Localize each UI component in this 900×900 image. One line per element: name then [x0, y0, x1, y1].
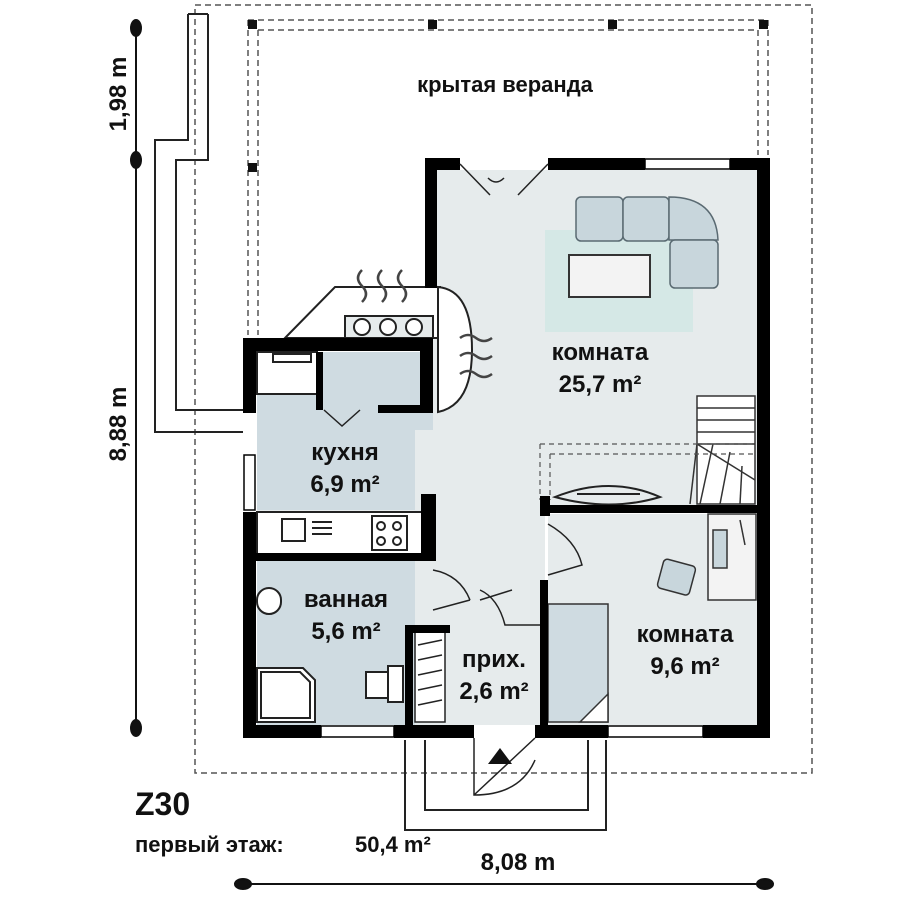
floor-area: 50,4 m²: [355, 832, 431, 857]
hall-area: 2,6 m²: [459, 678, 528, 705]
veranda-posts: [248, 20, 768, 172]
dimension-left: 8,88 m: [105, 387, 132, 462]
bed: [547, 603, 609, 723]
living-room-name: комната: [552, 339, 649, 366]
dimension-lines: [130, 19, 774, 890]
fridge: [256, 351, 318, 395]
kitchen-name: кухня: [311, 439, 379, 466]
bedroom-name: комната: [637, 621, 734, 648]
veranda-label: крытая веранда: [417, 72, 594, 97]
porch: [404, 740, 607, 831]
coffee-table: [568, 254, 651, 298]
bedroom-area: 9,6 m²: [650, 653, 719, 680]
plan-code: Z30: [135, 786, 190, 822]
veranda-railing: [154, 13, 243, 433]
windows: [243, 158, 731, 738]
kitchen-area: 6,9 m²: [310, 471, 379, 498]
living-room-area: 25,7 m²: [559, 371, 642, 398]
daybed: [551, 485, 663, 506]
stair-landing-dashed: [539, 443, 755, 500]
fire-icon: [356, 269, 493, 379]
dimension-top-left: 1,98 m: [105, 57, 132, 132]
veranda-outline: [194, 4, 813, 774]
hall-name: прих.: [462, 646, 526, 673]
entrance-arrow-icon: [488, 748, 512, 764]
chair: [656, 558, 697, 596]
sofa: [575, 196, 719, 289]
bathroom-area: 5,6 m²: [311, 618, 380, 645]
doors: [323, 163, 583, 796]
floor-label: первый этаж:: [135, 832, 284, 857]
dimension-bottom: 8,08 m: [481, 849, 556, 876]
desk: [707, 513, 757, 601]
bathroom-name: ванная: [304, 586, 388, 613]
kitchen-counter: [256, 511, 428, 555]
wardrobe: [414, 629, 446, 723]
bathroom-fixtures: [256, 587, 404, 723]
stairs: [689, 395, 756, 505]
walls: [243, 158, 770, 738]
